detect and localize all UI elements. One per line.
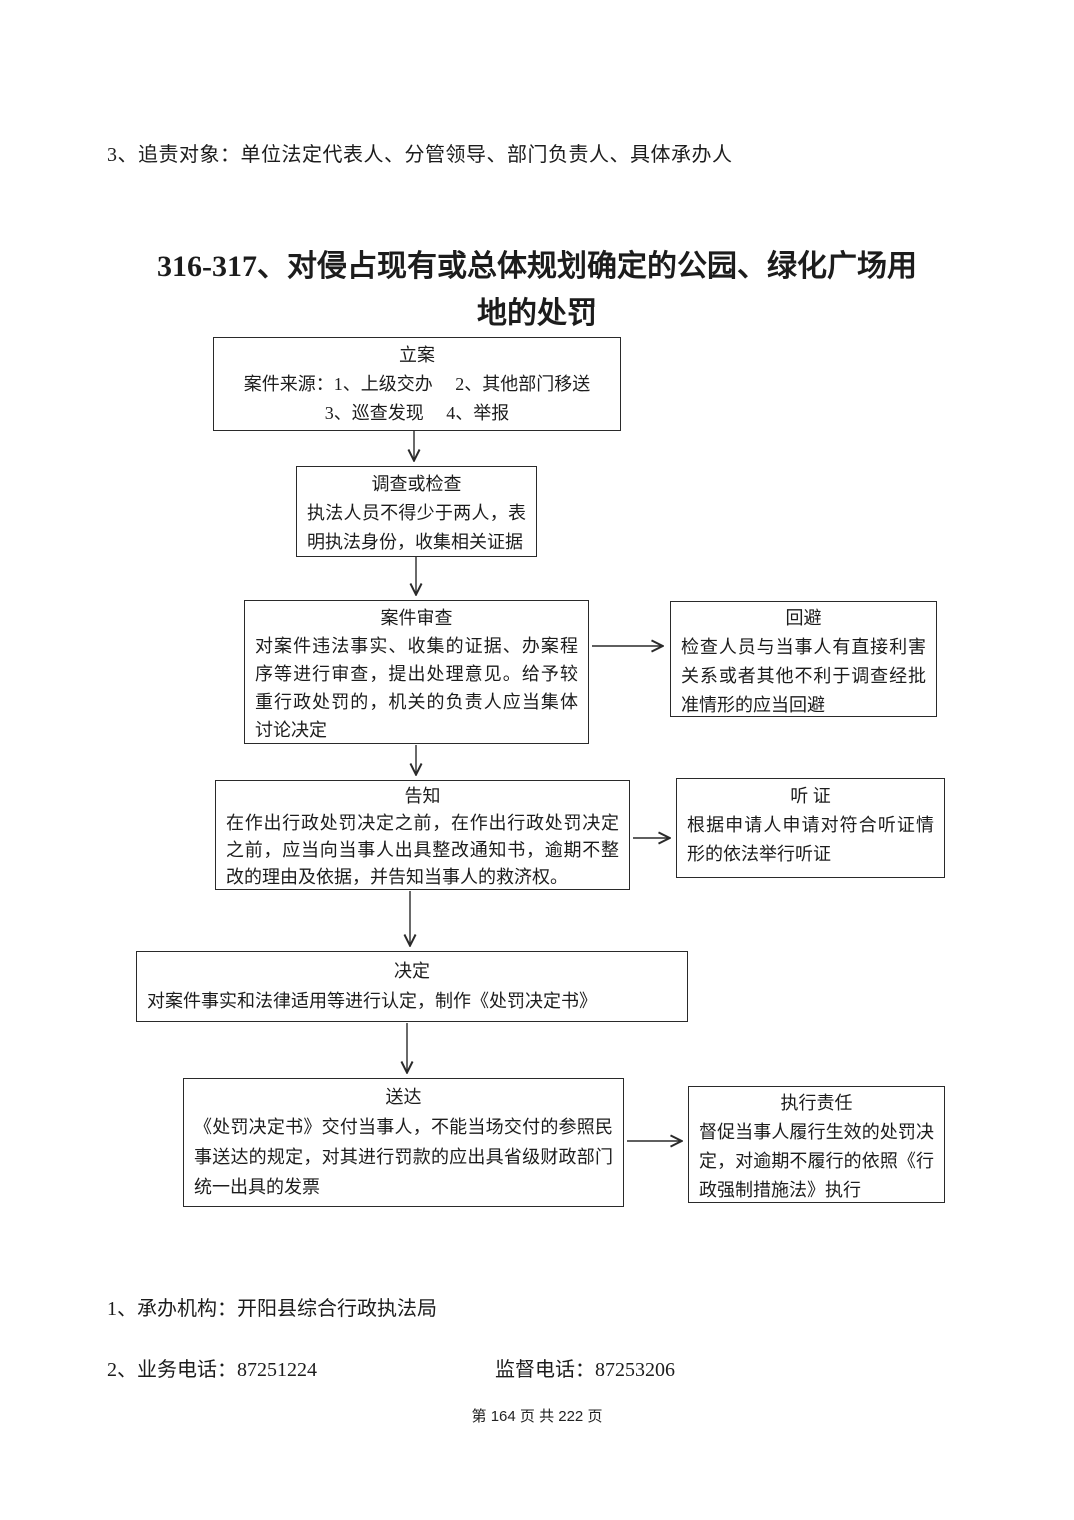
flow-box-title: 告知 [404, 786, 441, 806]
flow-box-body: 根据申请人申请对符合听证情形的依法举行听证 [687, 815, 934, 864]
flow-box-delivery: 送达 《处罚决定书》交付当事人，不能当场交付的参照民事送达的规定，对其进行罚款的… [183, 1078, 624, 1207]
flow-box-hearing: 听 证 根据申请人申请对符合听证情形的依法举行听证 [676, 778, 945, 878]
flow-box-title: 立案 [399, 345, 435, 365]
flow-box-body: 执法人员不得少于两人，表明执法身份，收集相关证据 [307, 503, 526, 552]
page-title: 316-317、对侵占现有或总体规划确定的公园、绿化广场用 地的处罚 [0, 243, 1074, 337]
flow-box-body: 在作出行政处罚决定之前，在作出行政处罚决定之前，应当向当事人出具整改通知书，逾期… [226, 813, 619, 887]
flow-box-enforcement: 执行责任 督促当事人履行生效的处罚决定，对逾期不履行的依照《行政强制措施法》执行 [688, 1086, 945, 1203]
flow-box-title: 决定 [394, 961, 430, 981]
flow-box-title: 送达 [385, 1087, 422, 1107]
flow-box-decision: 决定 对案件事实和法律适用等进行认定，制作《处罚决定书》 [136, 951, 688, 1022]
handling-agency-line: 1、承办机构：开阳县综合行政执法局 [107, 1298, 437, 1320]
flow-box-body-line1: 案件来源：1、上级交办 2、其他部门移送 [243, 374, 591, 394]
flow-box-body: 对案件违法事实、收集的证据、办案程序等进行审查，提出处理意见。给予较重行政处罚的… [255, 636, 578, 740]
flow-box-investigation: 调查或检查 执法人员不得少于两人，表明执法身份，收集相关证据 [296, 466, 537, 557]
flow-box-notification: 告知 在作出行政处罚决定之前，在作出行政处罚决定之前，应当向当事人出具整改通知书… [215, 780, 630, 890]
flow-box-filing: 立案 案件来源：1、上级交办 2、其他部门移送 3、巡查发现 4、举报 [213, 337, 621, 431]
flow-box-case-review: 案件审查 对案件违法事实、收集的证据、办案程序等进行审查，提出处理意见。给予较重… [244, 600, 589, 744]
flow-box-title: 调查或检查 [371, 474, 462, 494]
flow-box-recusal: 回避 检查人员与当事人有直接利害关系或者其他不利于调查经批准情形的应当回避 [670, 601, 937, 717]
page-title-line1: 316-317、对侵占现有或总体规划确定的公园、绿化广场用 [157, 250, 917, 283]
flow-box-body: 检查人员与当事人有直接利害关系或者其他不利于调查经批准情形的应当回避 [681, 637, 926, 715]
flow-box-title: 执行责任 [780, 1093, 853, 1113]
flow-box-body: 《处罚决定书》交付当事人，不能当场交付的参照民事送达的规定，对其进行罚款的应出具… [194, 1117, 613, 1197]
flow-box-body: 督促当事人履行生效的处罚决定，对逾期不履行的依照《行政强制措施法》执行 [699, 1122, 934, 1200]
flow-box-body: 对案件事实和法律适用等进行认定，制作《处罚决定书》 [147, 991, 597, 1011]
flow-box-body-line2: 3、巡查发现 4、举报 [324, 403, 510, 423]
flow-box-title: 案件审查 [380, 608, 453, 628]
supervision-phone-line: 监督电话：87253206 [495, 1359, 675, 1381]
page-number-footer: 第 164 页 共 222 页 [471, 1408, 603, 1425]
business-phone-line: 2、业务电话：87251224 [107, 1359, 317, 1381]
page-title-line2: 地的处罚 [477, 297, 597, 330]
flow-box-title: 听 证 [790, 786, 831, 806]
accountability-note: 3、追责对象：单位法定代表人、分管领导、部门负责人、具体承办人 [107, 144, 733, 166]
flow-box-title: 回避 [785, 608, 822, 628]
